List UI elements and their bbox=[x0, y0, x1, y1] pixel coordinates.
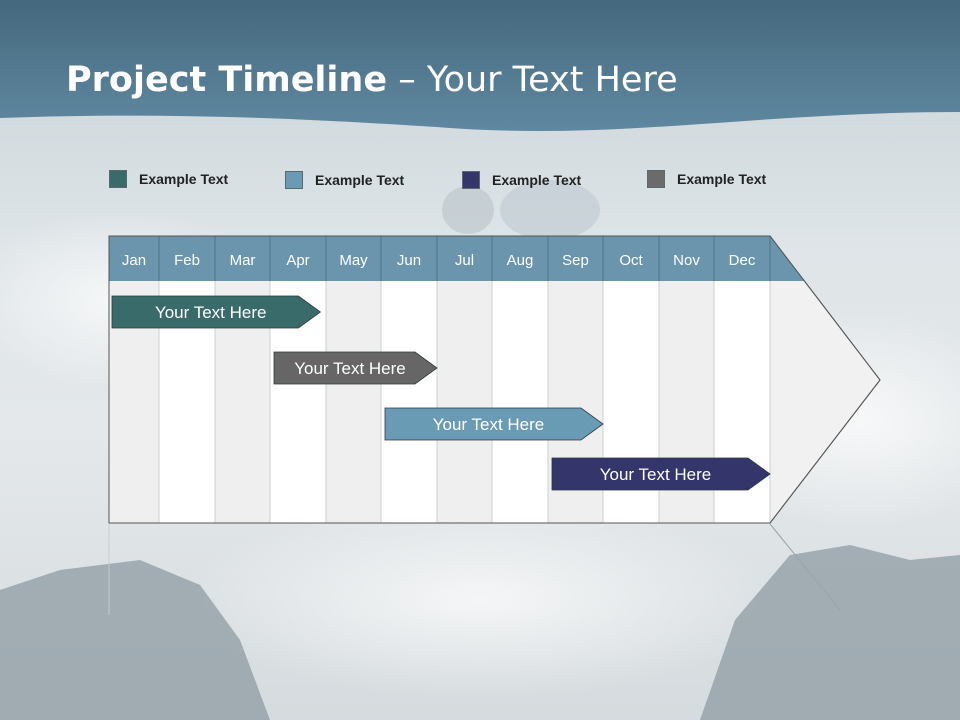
legend-label: Example Text bbox=[315, 172, 405, 188]
task-label: Your Text Here bbox=[155, 303, 267, 322]
month-column bbox=[437, 281, 492, 523]
month-label-apr: Apr bbox=[286, 252, 309, 269]
legend-label: Example Text bbox=[492, 172, 582, 188]
month-label-sep: Sep bbox=[562, 252, 589, 269]
legend-swatch bbox=[285, 171, 303, 189]
legend-item: Example Text bbox=[109, 170, 228, 188]
legend-swatch bbox=[109, 170, 127, 188]
task-label: Your Text Here bbox=[600, 465, 712, 484]
legend-swatch bbox=[462, 171, 480, 189]
legend-item: Example Text bbox=[462, 171, 581, 189]
month-column bbox=[492, 281, 548, 523]
title-rest: – Your Text Here bbox=[387, 60, 678, 100]
task-bar bbox=[551, 457, 771, 491]
task-label: Your Text Here bbox=[294, 359, 406, 378]
background-figure bbox=[500, 180, 600, 240]
month-label-dec: Dec bbox=[729, 252, 756, 269]
legend-swatch bbox=[647, 170, 665, 188]
title-bold: Project Timeline bbox=[66, 60, 388, 100]
month-column bbox=[326, 281, 381, 523]
month-header-band bbox=[109, 236, 805, 281]
month-label-mar: Mar bbox=[230, 252, 256, 269]
task-bar bbox=[384, 407, 604, 441]
legend-label: Example Text bbox=[677, 171, 767, 187]
month-label-may: May bbox=[339, 252, 368, 269]
header-band bbox=[0, 0, 960, 131]
month-label-nov: Nov bbox=[673, 252, 700, 269]
legend-label: Example Text bbox=[139, 171, 229, 187]
month-label-feb: Feb bbox=[174, 252, 200, 269]
month-label-oct: Oct bbox=[619, 252, 643, 269]
reflection-line bbox=[769, 523, 841, 611]
task-label: Your Text Here bbox=[433, 415, 545, 434]
background-figure bbox=[442, 186, 494, 234]
legend-item: Example Text bbox=[285, 171, 404, 189]
task-bar bbox=[111, 295, 322, 329]
month-label-jul: Jul bbox=[455, 252, 474, 269]
right-cliff bbox=[700, 545, 960, 720]
month-label-jun: Jun bbox=[397, 252, 421, 269]
cloud-shape bbox=[180, 500, 780, 700]
timeline-outline bbox=[108, 235, 881, 524]
left-cliff bbox=[0, 560, 270, 720]
page-title: Project Timeline – Your Text Here bbox=[66, 60, 678, 100]
legend-item: Example Text bbox=[647, 170, 766, 188]
month-label-aug: Aug bbox=[507, 252, 534, 269]
task-bar bbox=[273, 351, 438, 385]
month-column bbox=[381, 281, 437, 523]
month-label-jan: Jan bbox=[122, 252, 146, 269]
